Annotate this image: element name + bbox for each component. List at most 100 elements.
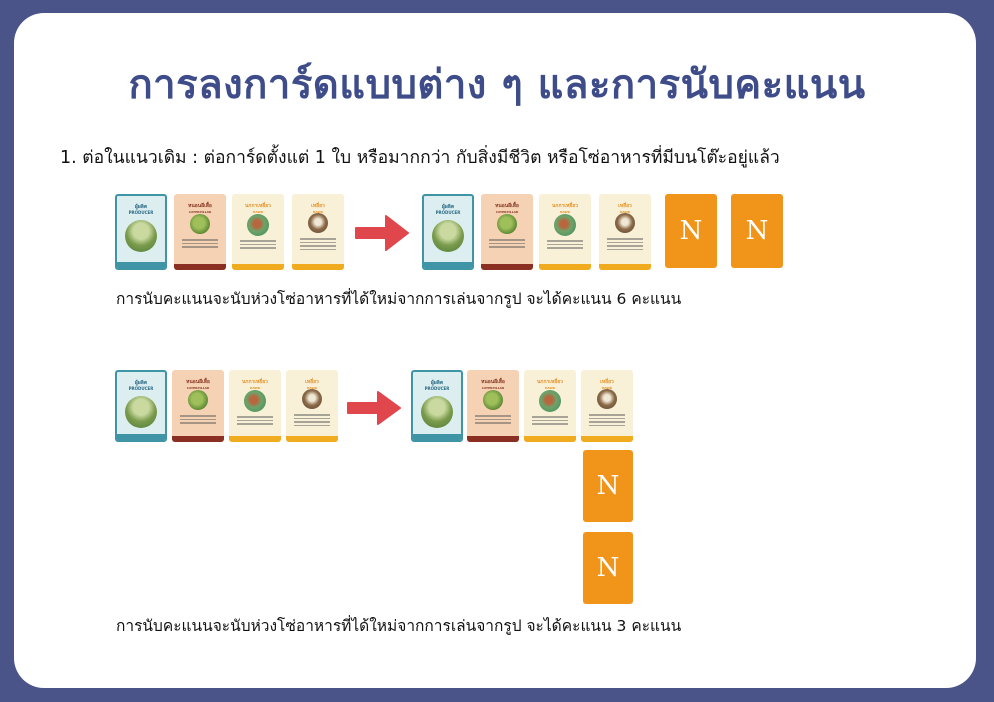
- arrow-right-icon: [347, 391, 401, 425]
- eagle-image: [308, 213, 328, 233]
- card-subtitle: CATERPILLAR: [186, 386, 210, 390]
- card-eagle: เหยี่ยว HAWK: [581, 370, 633, 442]
- card-footer: [581, 436, 633, 442]
- card-description: [240, 240, 276, 251]
- card-hawk: นกกาเหยี่ยว HAWK: [539, 194, 591, 270]
- hawk-image: [247, 214, 269, 236]
- card-subtitle: PRODUCER: [128, 210, 154, 215]
- card-footer: [599, 264, 651, 270]
- card-footer: [229, 436, 281, 442]
- card-eagle: เหยี่ยว HAWK: [292, 194, 344, 270]
- content-panel: [14, 13, 976, 688]
- rule-1-text: 1. ต่อในแนวเดิม : ต่อการ์ดตั้งแต่ 1 ใบ ห…: [60, 148, 780, 168]
- card-title: เหยี่ยว: [305, 379, 319, 385]
- card-footer: [172, 436, 224, 442]
- arrow-right-icon: [355, 215, 409, 251]
- example-1-caption: การนับคะแนนจะนับห่วงโซ่อาหารที่ได้ใหม่จา…: [116, 290, 682, 308]
- card-producer: ผู้ผลิต PRODUCER: [115, 370, 167, 442]
- card-title: นกกาเหยี่ยว: [242, 379, 268, 385]
- producer-image: [125, 220, 157, 252]
- new-card: N: [583, 532, 633, 604]
- card-description: [294, 414, 330, 428]
- card-title: หนอนผีเสื้อ: [186, 379, 210, 385]
- card-title: หนอนผีเสื้อ: [495, 203, 519, 209]
- card-subtitle: HAWK: [601, 386, 613, 390]
- card-title: นกกาเหยี่ยว: [537, 379, 563, 385]
- card-description: [532, 416, 568, 427]
- card-caterpillar: หนอนผีเสื้อ CATERPILLAR: [174, 194, 226, 270]
- card-subtitle: CATERPILLAR: [495, 210, 519, 214]
- new-card: N: [583, 450, 633, 522]
- card-subtitle: HAWK: [306, 386, 318, 390]
- producer-image: [421, 396, 453, 428]
- card-footer: [286, 436, 338, 442]
- card-caterpillar: หนอนผีเสื้อ CATERPILLAR: [172, 370, 224, 442]
- card-footer: [232, 264, 284, 270]
- card-eagle: เหยี่ยว HAWK: [286, 370, 338, 442]
- card-title: ผู้ผลิต: [134, 380, 148, 386]
- card-title: ผู้ผลิต: [134, 204, 148, 210]
- card-footer: [117, 434, 165, 440]
- card-hawk: นกกาเหยี่ยว HAWK: [232, 194, 284, 270]
- card-subtitle: HAWK: [559, 210, 571, 214]
- card-footer: [424, 262, 472, 268]
- card-description: [589, 414, 625, 428]
- hawk-image: [554, 214, 576, 236]
- card-description: [237, 416, 273, 427]
- hawk-image: [244, 390, 266, 412]
- card-subtitle: CATERPILLAR: [188, 210, 212, 214]
- card-title: เหยี่ยว: [311, 203, 325, 209]
- eagle-image: [302, 389, 322, 409]
- card-title: หนอนผีเสื้อ: [481, 379, 505, 385]
- card-description: [182, 239, 218, 250]
- card-subtitle: HAWK: [249, 386, 261, 390]
- card-description: [300, 238, 336, 252]
- eagle-image: [615, 213, 635, 233]
- example-2-caption: การนับคะแนนจะนับห่วงโซ่อาหารที่ได้ใหม่จา…: [116, 617, 682, 635]
- card-title: ผู้ผลิต: [430, 380, 444, 386]
- card-title: นกกาเหยี่ยว: [245, 203, 271, 209]
- producer-image: [125, 396, 157, 428]
- caterpillar-image: [190, 214, 210, 234]
- card-subtitle: HAWK: [619, 210, 631, 214]
- card-footer: [413, 434, 461, 440]
- card-footer: [467, 436, 519, 442]
- card-producer: ผู้ผลิต PRODUCER: [422, 194, 474, 270]
- card-eagle: เหยี่ยว HAWK: [599, 194, 651, 270]
- card-title: เหยี่ยว: [618, 203, 632, 209]
- card-caterpillar: หนอนผีเสื้อ CATERPILLAR: [481, 194, 533, 270]
- card-subtitle: HAWK: [252, 210, 264, 214]
- card-description: [547, 240, 583, 251]
- card-producer: ผู้ผลิต PRODUCER: [115, 194, 167, 270]
- card-footer: [524, 436, 576, 442]
- hawk-image: [539, 390, 561, 412]
- card-footer: [174, 264, 226, 270]
- card-footer: [481, 264, 533, 270]
- card-title: หนอนผีเสื้อ: [188, 203, 212, 209]
- caterpillar-image: [497, 214, 517, 234]
- card-title: ผู้ผลิต: [441, 204, 455, 210]
- card-hawk: นกกาเหยี่ยว HAWK: [229, 370, 281, 442]
- caterpillar-image: [188, 390, 208, 410]
- card-subtitle: CATERPILLAR: [481, 386, 505, 390]
- card-footer: [117, 262, 165, 268]
- card-producer: ผู้ผลิต PRODUCER: [411, 370, 463, 442]
- card-description: [607, 238, 643, 252]
- producer-image: [432, 220, 464, 252]
- card-subtitle: PRODUCER: [128, 386, 154, 391]
- card-title: นกกาเหยี่ยว: [552, 203, 578, 209]
- new-card: N: [665, 194, 717, 268]
- caterpillar-image: [483, 390, 503, 410]
- page-title: การลงการ์ดแบบต่าง ๆ และการนับคะแนน: [128, 62, 866, 108]
- card-hawk: นกกาเหยี่ยว HAWK: [524, 370, 576, 442]
- card-subtitle: PRODUCER: [435, 210, 461, 215]
- new-card: N: [731, 194, 783, 268]
- card-caterpillar: หนอนผีเสื้อ CATERPILLAR: [467, 370, 519, 442]
- card-subtitle: HAWK: [544, 386, 556, 390]
- card-subtitle: PRODUCER: [424, 386, 450, 391]
- card-subtitle: HAWK: [312, 210, 324, 214]
- card-footer: [539, 264, 591, 270]
- card-description: [475, 415, 511, 426]
- card-description: [180, 415, 216, 426]
- card-footer: [292, 264, 344, 270]
